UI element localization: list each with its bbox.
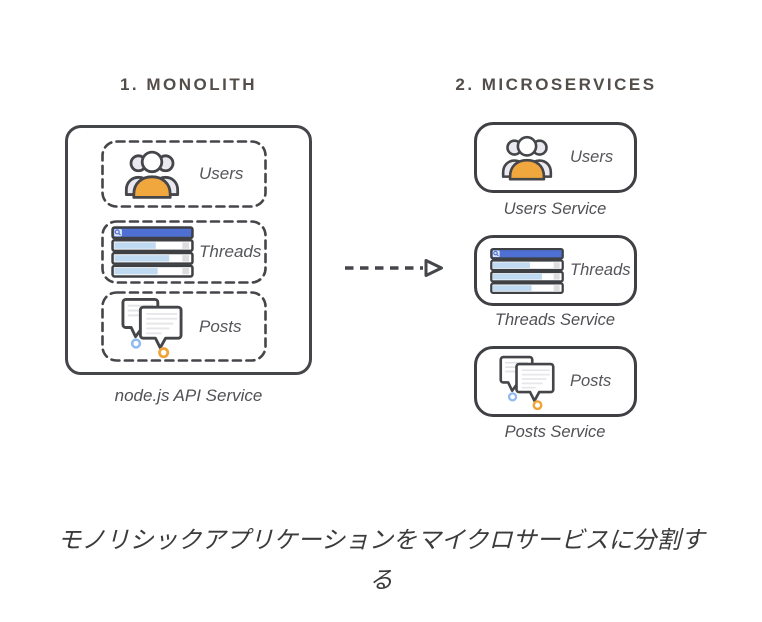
service-caption-users: Users Service [503,200,607,218]
service-label-users: Users [570,148,614,166]
module-label-posts: Posts [199,316,242,336]
posts-chat-bubbles-icon [109,296,195,358]
users-group-icon [487,133,567,183]
monolith-title: 1. MONOLITH [119,75,258,94]
module-label-threads: Threads [199,242,262,261]
service-box-threads: Threads [474,235,637,306]
service-caption-threads: Threads Service [494,311,616,329]
monolith-module-posts: Posts [101,291,267,362]
monolith-module-threads: Threads [101,220,267,284]
monolith-caption: node.js API Service [114,386,263,405]
figure-caption-line-2: る [369,567,393,594]
figure-caption-line-1: モノリシックアプリケーションをマイクロサービスに分割す [57,527,705,554]
posts-chat-bubbles-icon [487,354,567,410]
users-group-icon [109,148,195,201]
figure-caption: モノリシックアプリケーションをマイクロサービスに分割す る [0,521,762,601]
service-caption-posts: Posts Service [504,423,606,441]
threads-list-icon [487,247,567,295]
monolith-container: Users Threads Posts [65,125,312,375]
module-label-users: Users [199,164,244,183]
microservices-title: 2. MICROSERVICES [455,75,657,94]
dashed-arrow-right-icon [344,257,444,279]
threads-list-icon [109,226,195,278]
service-box-users: Users [474,122,637,193]
service-label-posts: Posts [570,372,612,390]
service-box-posts: Posts [474,346,637,417]
service-label-threads: Threads [570,261,631,279]
monolith-module-users: Users [101,140,267,208]
